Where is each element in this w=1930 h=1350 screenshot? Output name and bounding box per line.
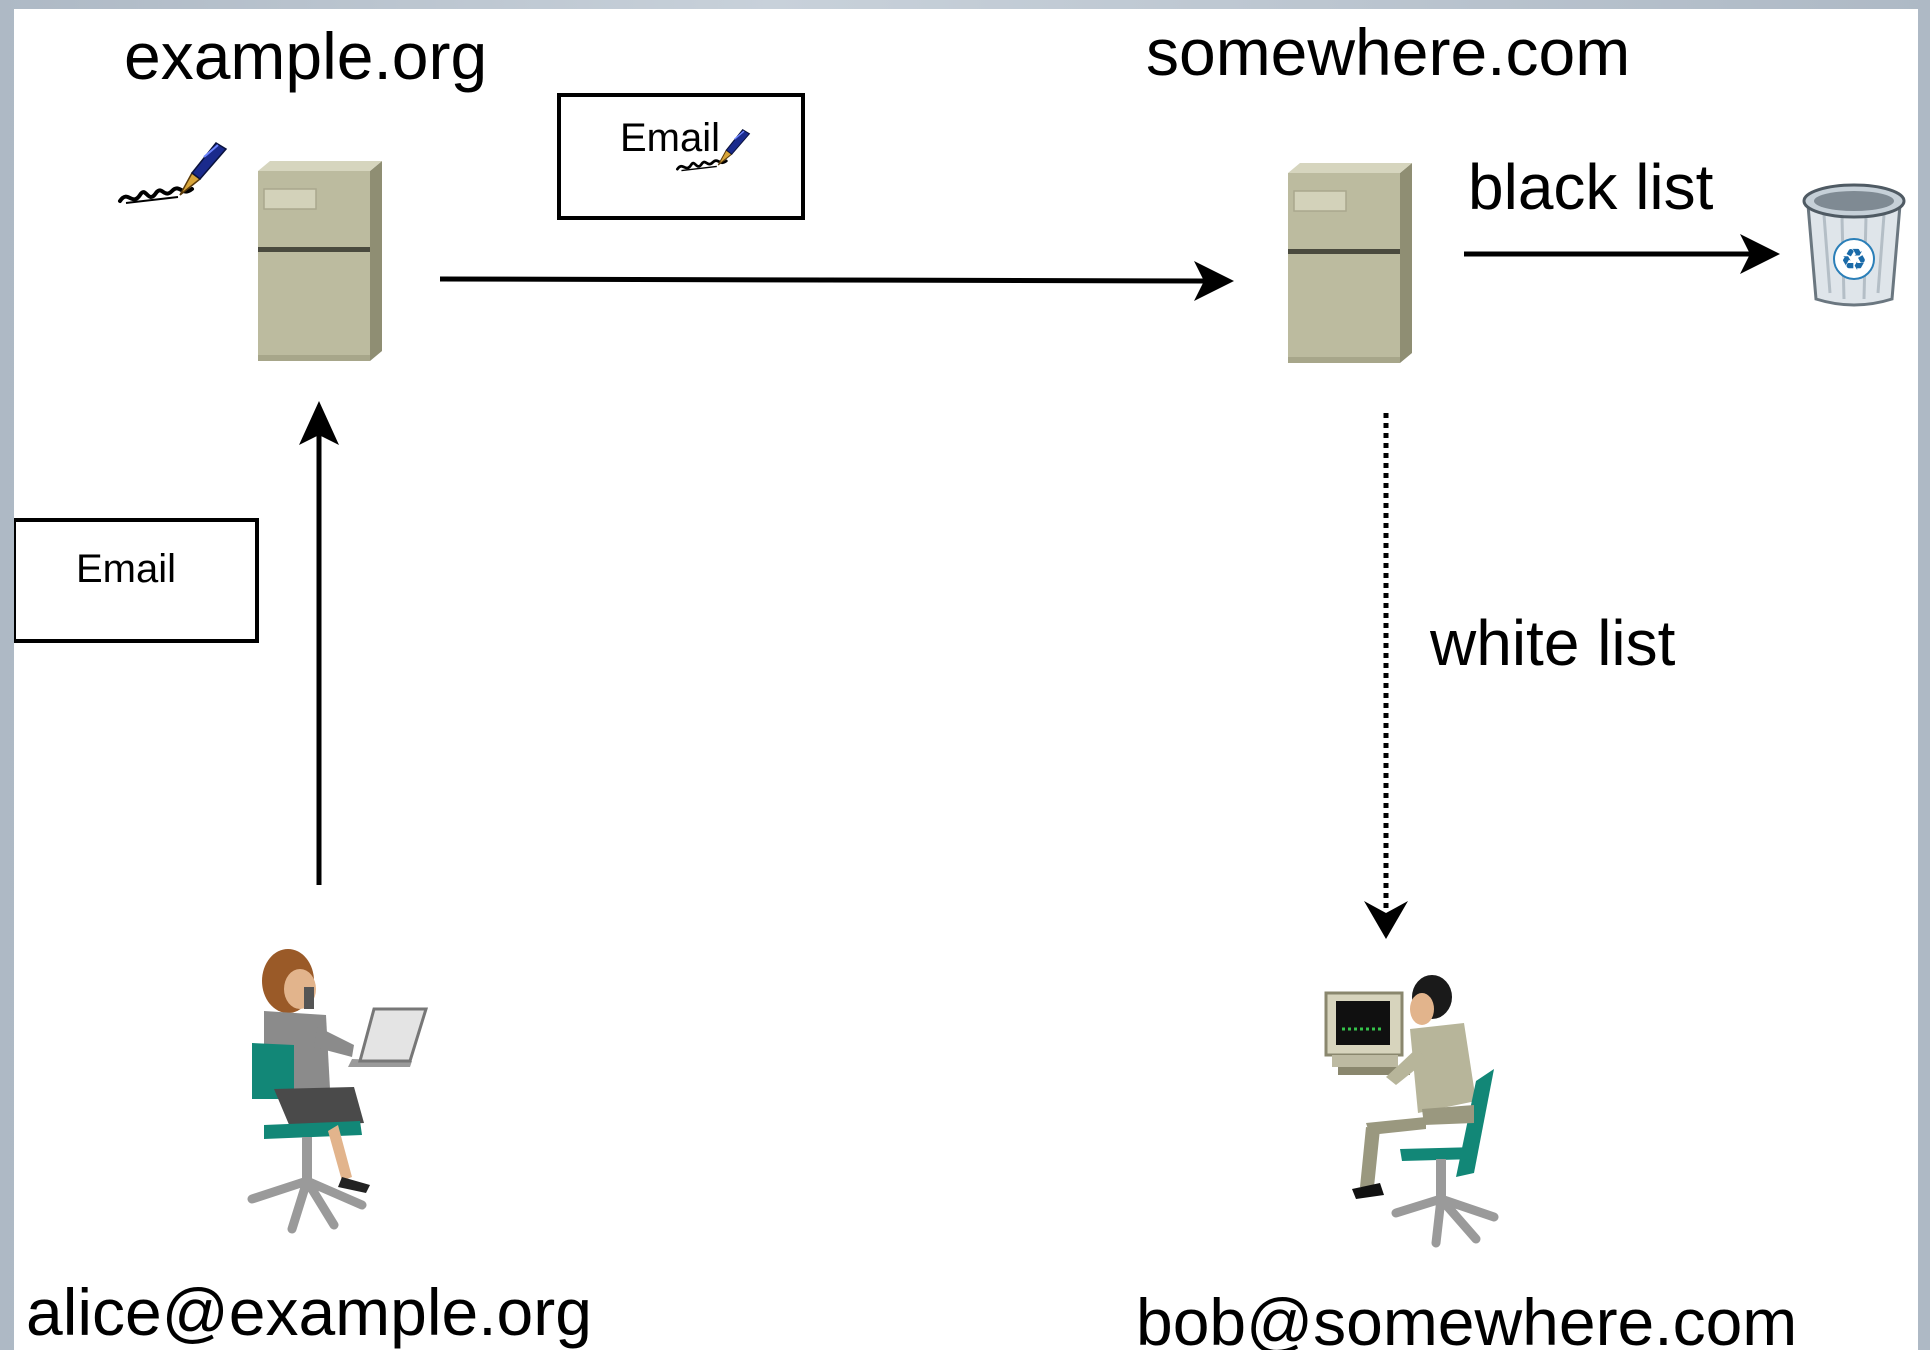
- forward-arrow: [439, 261, 1234, 301]
- black-list-label: black list: [1468, 151, 1714, 223]
- email-box-signed-label: Email: [620, 116, 720, 160]
- diagram-canvas: example.org Email Email: [14, 9, 1918, 1350]
- email-box-unsigned: Email: [14, 518, 259, 643]
- signature-pen-icon: [118, 141, 228, 205]
- email-box-unsigned-label: Email: [76, 547, 176, 591]
- receiver-address-label: bob@somewhere.com: [1136, 1285, 1797, 1350]
- submit-arrow: [299, 401, 339, 885]
- server-icon: [1287, 162, 1413, 364]
- white-list-label: white list: [1429, 607, 1676, 679]
- email-box-signed: Email: [557, 93, 805, 220]
- svg-text:♻: ♻: [1841, 243, 1868, 278]
- diagram-svg: example.org Email Email: [14, 15, 1906, 1350]
- man-at-computer-icon: [1324, 975, 1499, 1248]
- recycle-bin-icon: ♻: [1802, 183, 1906, 307]
- sender-address-label: alice@example.org: [26, 1275, 592, 1349]
- sender-domain-label: example.org: [124, 19, 487, 93]
- woman-at-laptop-icon: [247, 949, 429, 1234]
- server-icon: [257, 160, 383, 362]
- black-list-arrow: [1464, 234, 1780, 274]
- white-list-arrow: [1364, 413, 1408, 939]
- receiver-domain-label: somewhere.com: [1146, 15, 1630, 89]
